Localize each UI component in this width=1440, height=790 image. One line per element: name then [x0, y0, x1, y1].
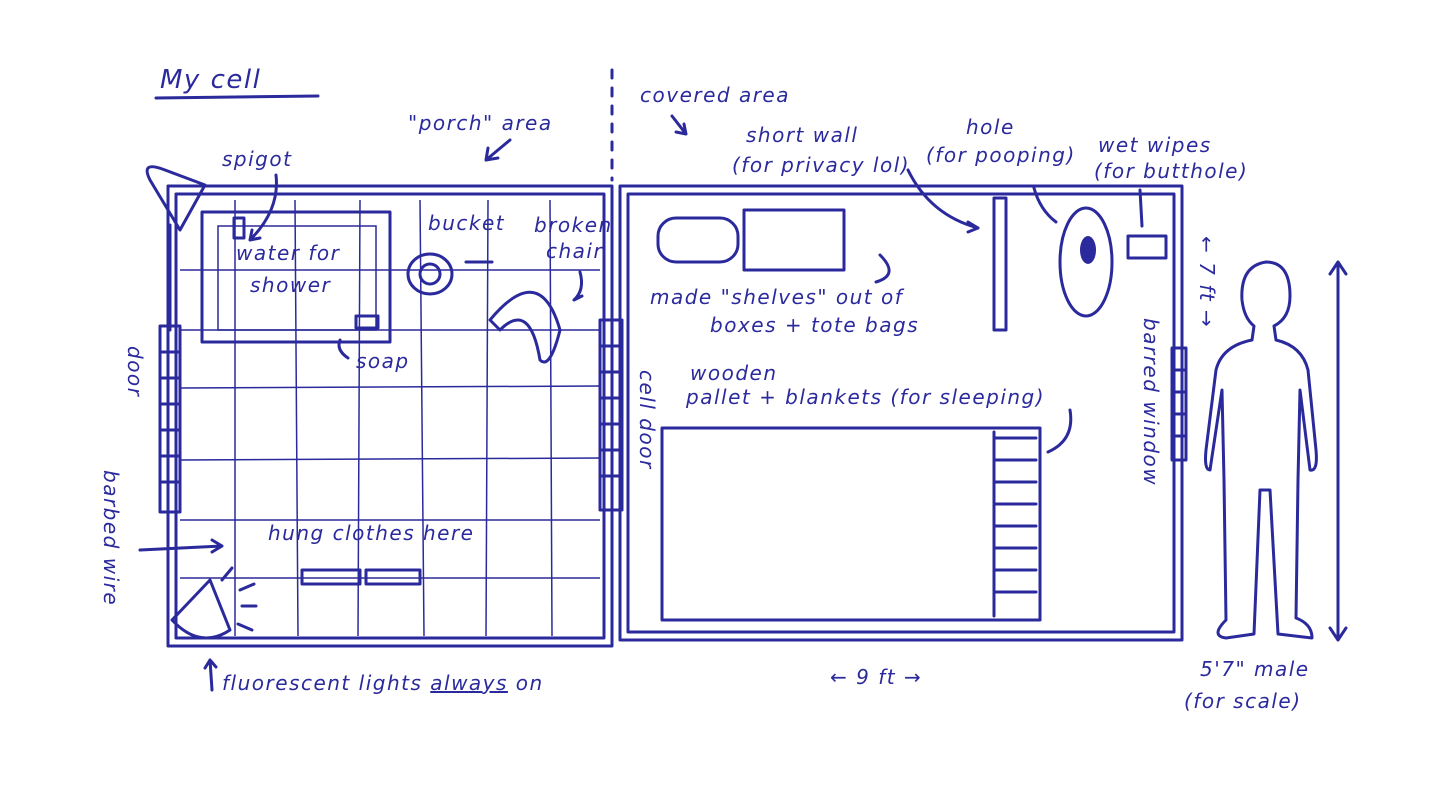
- door: [158, 324, 182, 514]
- bucket-label: bucket: [428, 211, 505, 235]
- barred-window: [1170, 346, 1188, 462]
- box-shelf-icon: [742, 208, 846, 272]
- pointer-arrows: [138, 114, 1144, 692]
- door-label: door: [123, 346, 147, 398]
- wipes-label-2: (for butthole): [1094, 159, 1248, 183]
- short-wall: [992, 196, 1008, 332]
- water-label-2: shower: [250, 273, 331, 297]
- toilet-hole-icon: [1058, 206, 1114, 318]
- covered-area: [618, 184, 1184, 642]
- title-underline: [154, 94, 320, 100]
- spigot-icon: [232, 216, 246, 240]
- covered-label: covered area: [640, 83, 790, 107]
- pallet-label-2: pallet + blankets (for sleeping): [685, 385, 1045, 409]
- clothes-label: hung clothes here: [268, 521, 474, 545]
- wipes-label-1: wet wipes: [1098, 133, 1212, 157]
- lights-label: fluorescent lights always on: [222, 671, 544, 695]
- water-label-1: water for: [236, 241, 341, 265]
- porch-area: [166, 184, 614, 648]
- porch-label: "porch" area: [408, 111, 553, 135]
- tote-bag-icon: [656, 216, 740, 264]
- soap-icon: [354, 314, 380, 330]
- width-dimension: ← 9 ft →: [830, 665, 922, 689]
- person-silhouette: [1204, 260, 1318, 640]
- depth-dimension: ← 7 ft →: [1195, 236, 1219, 328]
- wet-wipes-icon: [1126, 234, 1168, 260]
- bucket-icon: [406, 252, 454, 296]
- scale-label-1: 5'7" male: [1200, 657, 1310, 681]
- chair-label-1: broken: [534, 213, 613, 237]
- window-label: barred window: [1139, 318, 1163, 486]
- soap-label: soap: [356, 349, 410, 373]
- height-arrow: [1328, 260, 1348, 642]
- short-wall-label-1: short wall: [746, 123, 858, 147]
- barbed-wire-label: barbed wire: [99, 470, 123, 606]
- spigot-label: spigot: [222, 147, 292, 171]
- light-icon-top: [145, 165, 207, 232]
- hole-label-1: hole: [966, 115, 1015, 139]
- shelves-label-1: made "shelves" out of: [650, 285, 905, 309]
- scale-label-2: (for scale): [1184, 689, 1302, 713]
- pallet-label-1: wooden: [690, 361, 778, 385]
- shelves-label-2: boxes + tote bags: [710, 313, 919, 337]
- clothes-icon: [364, 568, 422, 586]
- broken-chair-icon: [488, 291, 562, 364]
- water-tub: [200, 210, 392, 344]
- short-wall-label-2: (for privacy lol): [732, 153, 910, 177]
- light-icon-bottom: [170, 578, 232, 640]
- hole-label-2: (for pooping): [926, 143, 1076, 167]
- pallet-bed: [660, 426, 1042, 622]
- chair-label-2: chair: [546, 239, 603, 263]
- title: My cell: [160, 65, 261, 95]
- clothes-icon: [300, 568, 362, 586]
- cell-door-label: cell door: [635, 370, 659, 470]
- cell-door: [598, 318, 624, 512]
